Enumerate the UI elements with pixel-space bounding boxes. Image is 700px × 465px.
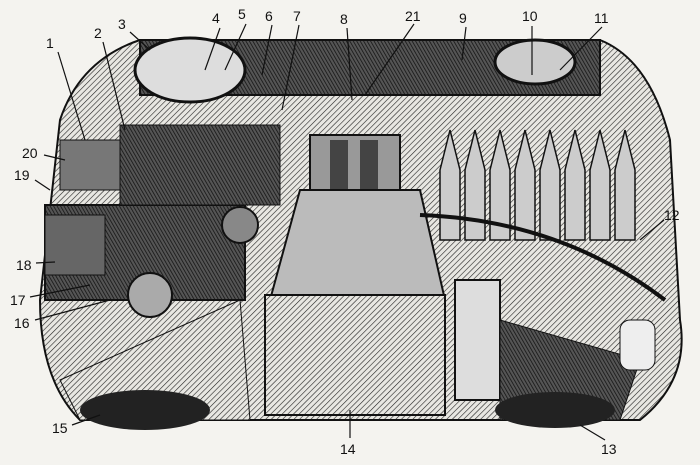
hatch-left — [133, 36, 247, 104]
callout-2: 2 — [94, 25, 102, 41]
shell-case — [454, 279, 501, 401]
breech-block — [264, 294, 446, 416]
callout-4: 4 — [212, 10, 220, 26]
leader-lines — [29, 23, 665, 441]
callout-21: 21 — [405, 8, 421, 24]
callout-16: 16 — [14, 315, 30, 331]
callout-3: 3 — [118, 16, 126, 32]
callout-11: 11 — [594, 10, 609, 26]
callout-19: 19 — [14, 167, 30, 183]
callout-8: 8 — [340, 11, 348, 27]
ammo-rack — [439, 129, 636, 241]
floor-left — [59, 299, 251, 421]
callout-5: 5 — [238, 6, 246, 22]
gun-cradle — [268, 189, 447, 301]
callout-20: 20 — [22, 145, 38, 161]
callout-6: 6 — [265, 8, 273, 24]
callout-10: 10 — [522, 8, 538, 24]
callout-17: 17 — [10, 292, 26, 308]
callout-7: 7 — [293, 8, 301, 24]
callout-15: 15 — [52, 420, 68, 436]
turret-ring — [419, 213, 667, 302]
callout-13: 13 — [601, 441, 617, 457]
callout-12: 12 — [664, 207, 680, 223]
callout-9: 9 — [459, 10, 467, 26]
callout-14: 14 — [340, 441, 356, 457]
callout-18: 18 — [16, 257, 32, 273]
hatch-right — [493, 38, 577, 86]
callout-1: 1 — [46, 35, 54, 51]
